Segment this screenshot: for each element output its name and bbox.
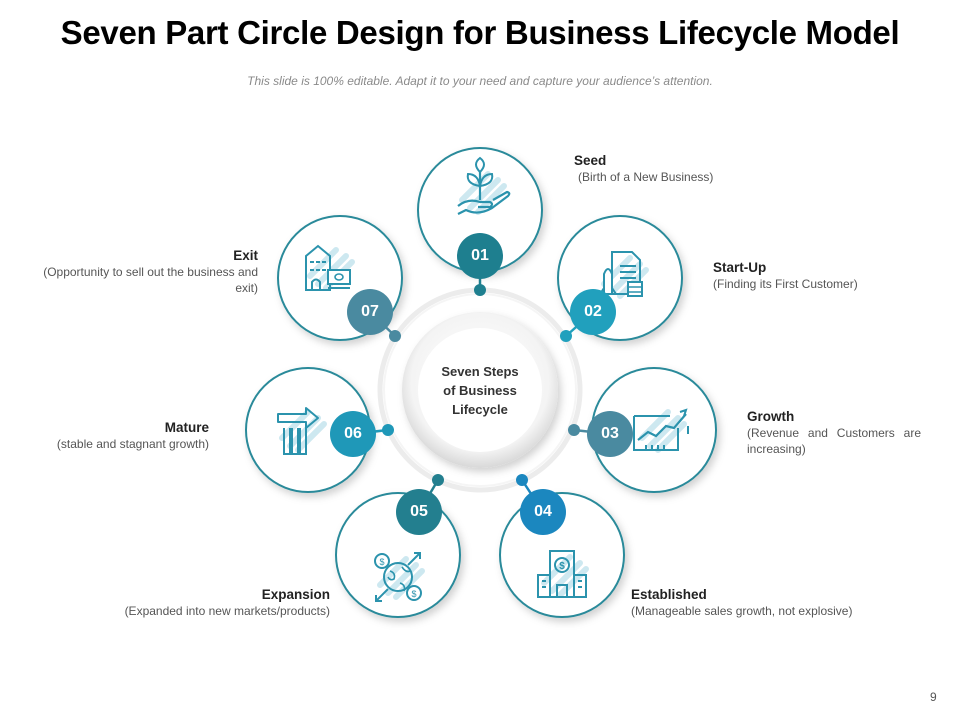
stage-05: $$ (335, 474, 461, 618)
page-number: 9 (930, 690, 937, 704)
connector-dot (474, 284, 486, 296)
center-line-1: Seven Steps (441, 364, 519, 379)
svg-text:$: $ (411, 589, 416, 599)
stage-label-established: Established (Manageable sales growth, no… (631, 586, 891, 619)
svg-text:$: $ (559, 561, 565, 572)
center-line-3: Lifecycle (452, 402, 508, 417)
stage-badge (330, 411, 376, 457)
stage-label-exit: Exit (Opportunity to sell out the busine… (40, 247, 258, 296)
stage-badge (457, 233, 503, 279)
plant-in-hand-icon (457, 156, 511, 215)
stage-02 (557, 215, 683, 342)
stage-title: Mature (164, 420, 209, 435)
stage-badge-05: 05 (410, 503, 428, 520)
stage-badge (396, 489, 442, 535)
stage-description: (Opportunity to sell out the business an… (43, 265, 258, 295)
bank-building-icon: $ (537, 550, 589, 598)
stage-label-expansion: Expansion (Expanded into new markets/pro… (70, 586, 330, 619)
connector-dot (560, 330, 572, 342)
stage-badge-01: 01 (471, 247, 489, 264)
stage-badge (520, 489, 566, 535)
connector-dot (516, 474, 528, 486)
stage-label-mature: Mature (stable and stagnant growth) (10, 419, 209, 452)
stage-07 (277, 215, 403, 342)
building-cash-icon (305, 244, 355, 291)
stage-description: (Revenue and Customers are increasing) (747, 426, 921, 456)
stage-label-seed: Seed (Birth of a New Business) (574, 152, 774, 185)
stage-badge-02: 02 (584, 303, 602, 320)
stage-title: Expansion (261, 587, 330, 602)
globe-money-icon: $$ (374, 552, 425, 602)
stage-06 (245, 367, 394, 493)
growth-chart-icon (633, 408, 689, 453)
pillar-arrow-icon (277, 407, 327, 455)
stage-badge-06: 06 (344, 425, 362, 442)
center-label: Seven Steps of Business Lifecycle (420, 362, 540, 419)
connector-dot (389, 330, 401, 342)
stage-04: $ (499, 474, 625, 618)
stage-title: Exit (233, 248, 258, 263)
slide-subtitle: This slide is 100% editable. Adapt it to… (247, 74, 713, 88)
stage-01 (417, 147, 543, 296)
stage-description: (Manageable sales growth, not explosive) (631, 604, 853, 618)
stage-label-start-up: Start-Up (Finding its First Customer) (713, 259, 913, 292)
stage-label-growth: Growth (Revenue and Customers are increa… (747, 408, 921, 457)
center-line-2: of Business (443, 383, 517, 398)
stage-description: (stable and stagnant growth) (56, 437, 209, 451)
rocket-document-icon (599, 251, 649, 299)
stage-title: Seed (574, 153, 607, 168)
stage-badge (347, 289, 393, 335)
stage-description: (Finding its First Customer) (713, 277, 858, 291)
stage-badge-07: 07 (361, 303, 379, 320)
slide-title: Seven Part Circle Design for Business Li… (60, 14, 900, 51)
stage-title: Established (631, 587, 707, 602)
connector-dot (568, 424, 580, 436)
stage-title: Growth (747, 409, 795, 424)
stage-description: (Expanded into new markets/products) (124, 604, 330, 618)
center-hub-inner (418, 328, 542, 452)
stage-badge-04: 04 (534, 503, 552, 520)
connector-dot (382, 424, 394, 436)
stage-badge (570, 289, 616, 335)
stage-title: Start-Up (713, 260, 767, 275)
stage-description: (Birth of a New Business) (578, 170, 714, 184)
stage-03 (568, 367, 717, 493)
stage-badge (587, 411, 633, 457)
stage-badge-03: 03 (601, 425, 619, 442)
svg-text:$: $ (379, 557, 384, 567)
connector-dot (432, 474, 444, 486)
